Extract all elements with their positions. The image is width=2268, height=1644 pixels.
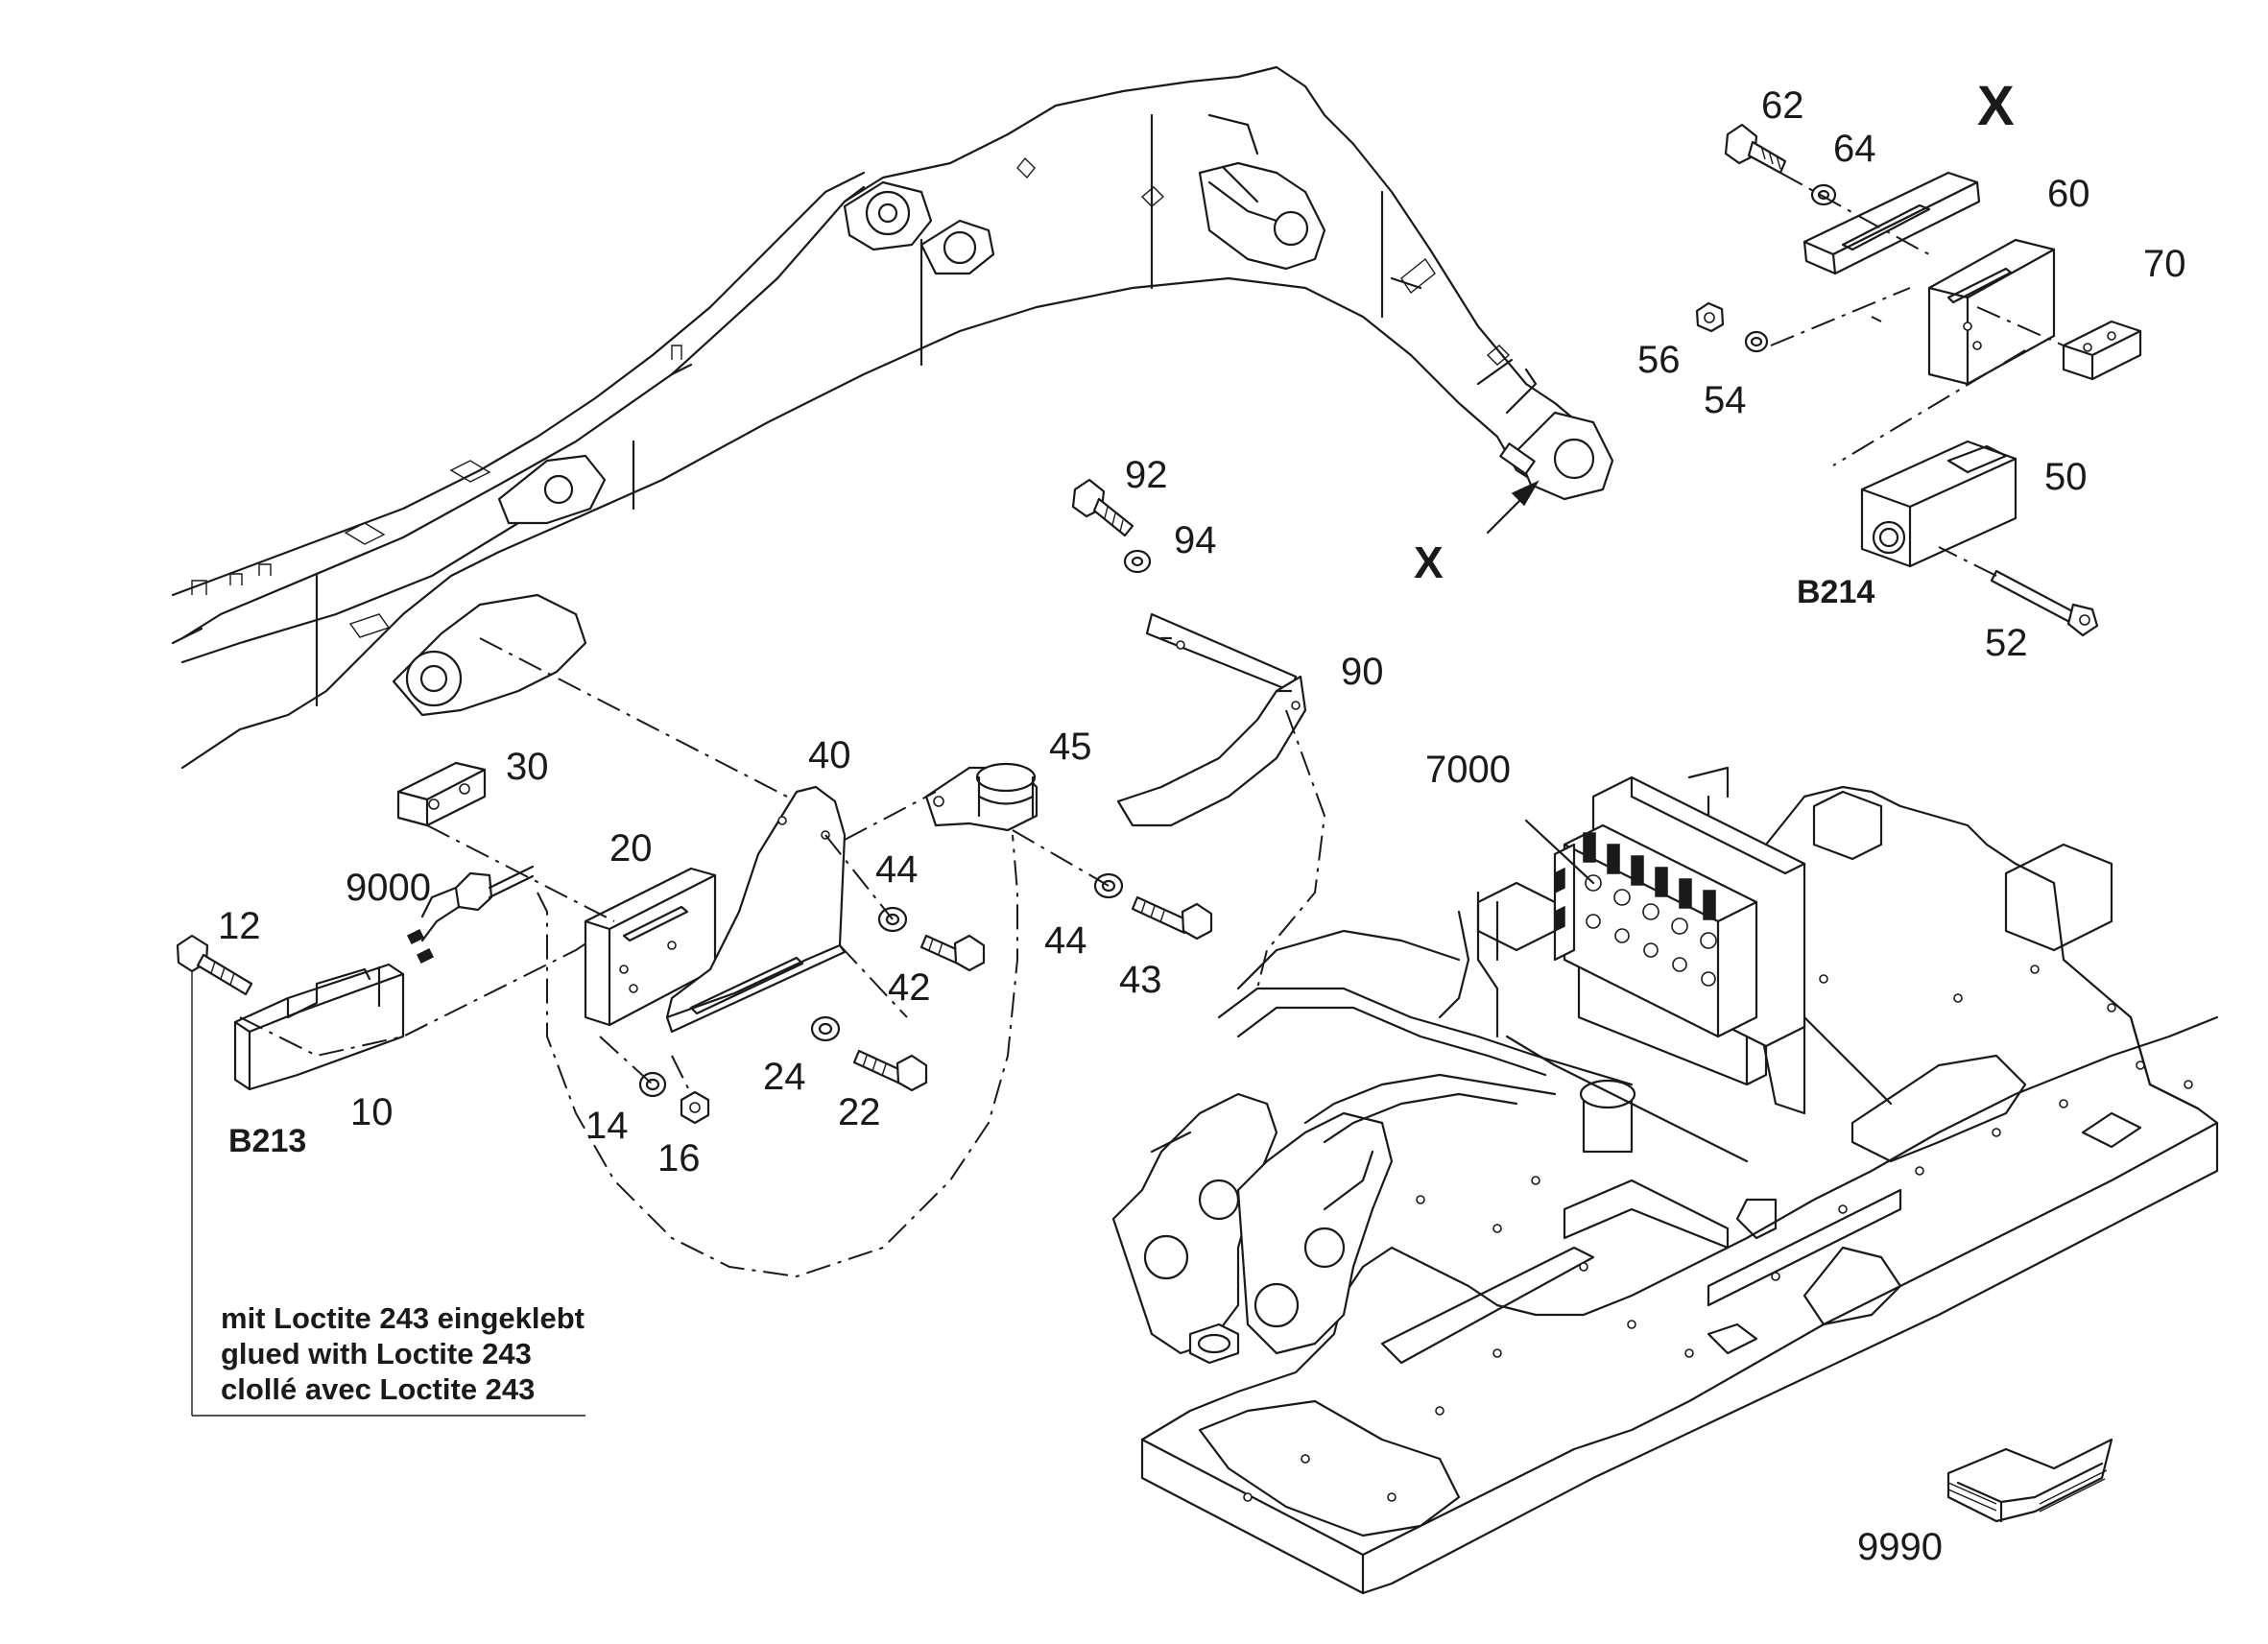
- note-line-fr: clollé avec Loctite 243: [221, 1372, 535, 1406]
- bolt-92: [1071, 478, 1134, 537]
- plate-20: [584, 867, 717, 1027]
- label-9990: 9990: [1857, 1526, 1943, 1568]
- connector-9000: [406, 865, 535, 965]
- label-12: 12: [218, 905, 261, 947]
- boom-arm: [171, 65, 1614, 770]
- label-7000: 7000: [1425, 749, 1511, 791]
- label-94: 94: [1174, 519, 1217, 561]
- label-54: 54: [1704, 379, 1747, 421]
- bolt-22: [852, 1049, 928, 1092]
- loctite-note: mit Loctite 243 eingeklebt glued with Lo…: [221, 1301, 585, 1406]
- label-92: 92: [1125, 454, 1168, 496]
- note-line-en: glued with Loctite 243: [221, 1337, 532, 1370]
- label-43: 43: [1119, 959, 1162, 1001]
- label-16: 16: [657, 1137, 701, 1179]
- bracket-40: [665, 785, 847, 1034]
- label-30: 30: [506, 746, 549, 788]
- bracket-90: [1116, 612, 1307, 827]
- label-40: 40: [808, 734, 851, 776]
- arrow-x-label: X: [1414, 537, 1444, 587]
- label-45: 45: [1049, 726, 1092, 768]
- label-24: 24: [763, 1056, 806, 1098]
- bolt-42: [919, 934, 986, 972]
- label-60: 60: [2047, 173, 2090, 215]
- label-70: 70: [2143, 243, 2186, 285]
- screw-52: [1990, 569, 2080, 626]
- label-10: 10: [350, 1091, 394, 1133]
- note-line-de: mit Loctite 243 eingeklebt: [221, 1301, 585, 1335]
- label-50: 50: [2044, 456, 2088, 498]
- plate-60: [1927, 238, 2056, 386]
- view-arrow-x: [1486, 480, 1540, 535]
- label-14: 14: [585, 1105, 629, 1147]
- detail-x-label: X: [1977, 75, 2015, 137]
- bolt-62: [1724, 123, 1787, 175]
- detail-x: [1695, 123, 2142, 637]
- upper-carriage-frame: [1111, 766, 2219, 1595]
- block-30: [396, 761, 487, 827]
- label-b214: B214: [1797, 574, 1874, 610]
- label-42: 42: [888, 966, 931, 1009]
- label-20: 20: [609, 827, 653, 870]
- label-62: 62: [1761, 84, 1804, 127]
- label-9000: 9000: [346, 867, 431, 909]
- bolt-43: [1131, 895, 1213, 941]
- label-90: 90: [1341, 651, 1384, 693]
- valve-block-7000: [1524, 775, 1806, 1048]
- label-56: 56: [1637, 339, 1681, 381]
- clamp-45: [924, 762, 1039, 832]
- label-b213: B213: [228, 1123, 306, 1159]
- part-labels: 12 10 B213 9000 30 20 40 45 44 44 42 43 …: [218, 75, 2186, 1568]
- label-52: 52: [1985, 622, 2028, 664]
- bolt-12: [176, 934, 253, 996]
- switch-b213: [233, 963, 405, 1091]
- manual-book-icon: [1946, 1438, 2113, 1523]
- label-64: 64: [1833, 128, 1876, 170]
- label-44b: 44: [1044, 919, 1087, 962]
- label-44a: 44: [875, 848, 919, 891]
- label-22: 22: [838, 1091, 881, 1133]
